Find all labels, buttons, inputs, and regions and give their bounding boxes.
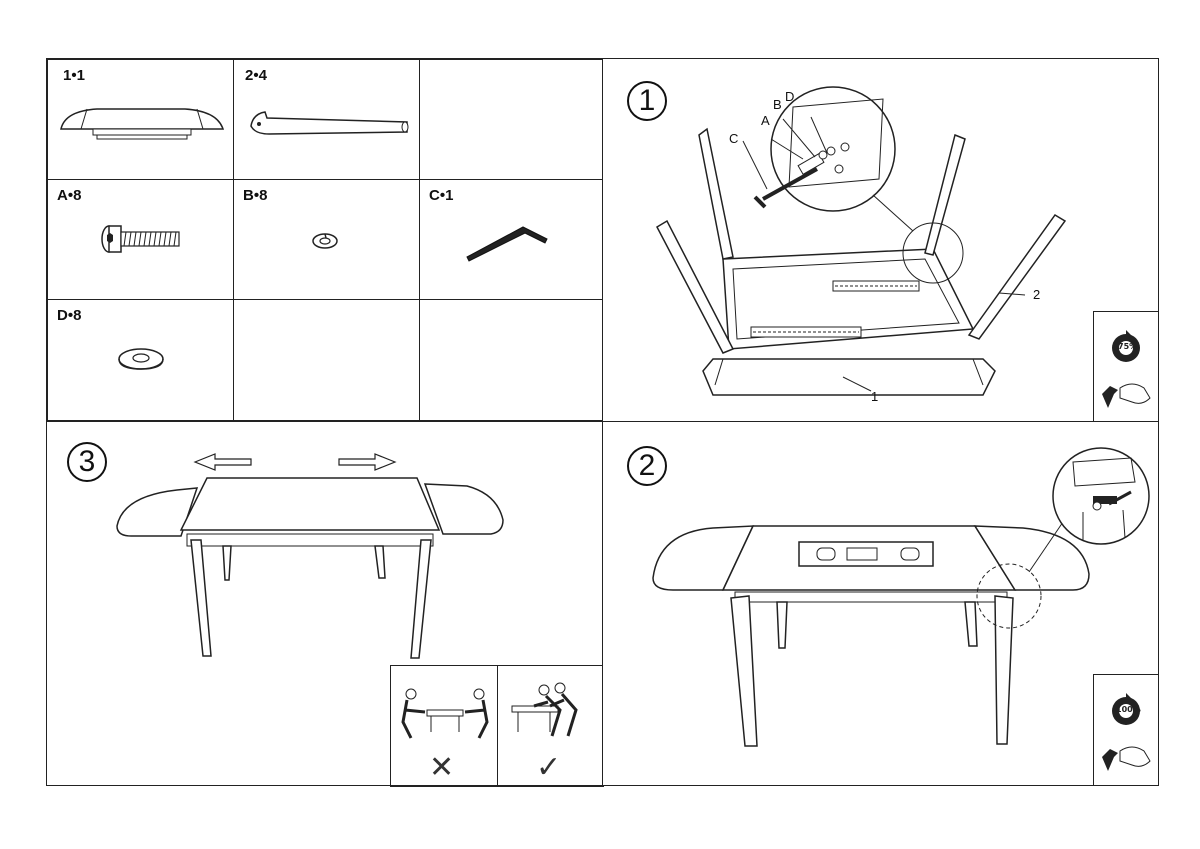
- part-label-spring-washer: B•8: [243, 187, 268, 204]
- part-cell-empty-3: [419, 299, 603, 421]
- torque-dial-icon: [1112, 330, 1140, 362]
- torque-box-step2: 100%: [1093, 674, 1159, 786]
- wrong-mark: ✕: [429, 750, 455, 785]
- part-cell-empty-1: [419, 59, 603, 180]
- right-method-illustration: [511, 682, 578, 737]
- part-label-allen-key: C•1: [429, 187, 454, 204]
- part-label-tabletop: 1•1: [63, 67, 85, 84]
- right-method-box: ✓: [497, 665, 604, 787]
- torque-percent: 100%: [1116, 705, 1141, 714]
- extending-table-drawing: [116, 453, 504, 659]
- step-3-panel: 3 ✕: [46, 421, 604, 787]
- tabletop-part-icon: [60, 108, 225, 140]
- table-leg-part-icon: [250, 111, 409, 135]
- callout-a: A: [761, 113, 770, 128]
- allen-key-hand-icon: [1102, 746, 1151, 771]
- step-1-number: 1: [627, 81, 667, 121]
- callout-c: C: [729, 131, 739, 146]
- part-label-flat-washer: D•8: [57, 307, 82, 324]
- bolt-part-icon: [101, 225, 180, 253]
- step-3-number: 3: [67, 442, 107, 482]
- wrong-method-box: ✕: [390, 665, 498, 787]
- callout-1: 1: [871, 389, 879, 404]
- part-label-bolt: A•8: [57, 187, 82, 204]
- torque-percent: 75%: [1118, 342, 1138, 351]
- assembled-table-drawing: [652, 447, 1150, 747]
- allen-key-part-icon: [466, 226, 548, 262]
- torque-box-step1: 75%: [1093, 311, 1159, 423]
- parts-panel: 1•1 2•4 A•8 B•8 C•1 D•8: [46, 58, 603, 422]
- allen-key-hand-icon: [1102, 383, 1151, 408]
- wrong-method-illustration: [401, 688, 489, 739]
- step-2-panel: 2 100%: [602, 421, 1159, 786]
- step-2-number: 2: [627, 446, 667, 486]
- right-mark: ✓: [536, 750, 562, 785]
- spring-washer-part-icon: [312, 233, 338, 249]
- part-label-leg: 2•4: [245, 67, 267, 84]
- upside-down-table-drawing: [656, 86, 1067, 396]
- callout-d: D: [785, 89, 795, 104]
- flat-washer-part-icon: [118, 348, 164, 370]
- callout-2: 2: [1033, 287, 1041, 302]
- part-cell-empty-2: [233, 299, 420, 421]
- step-1-panel: 1: [602, 58, 1159, 423]
- torque-dial-icon: [1112, 693, 1140, 725]
- callout-b: B: [773, 97, 782, 112]
